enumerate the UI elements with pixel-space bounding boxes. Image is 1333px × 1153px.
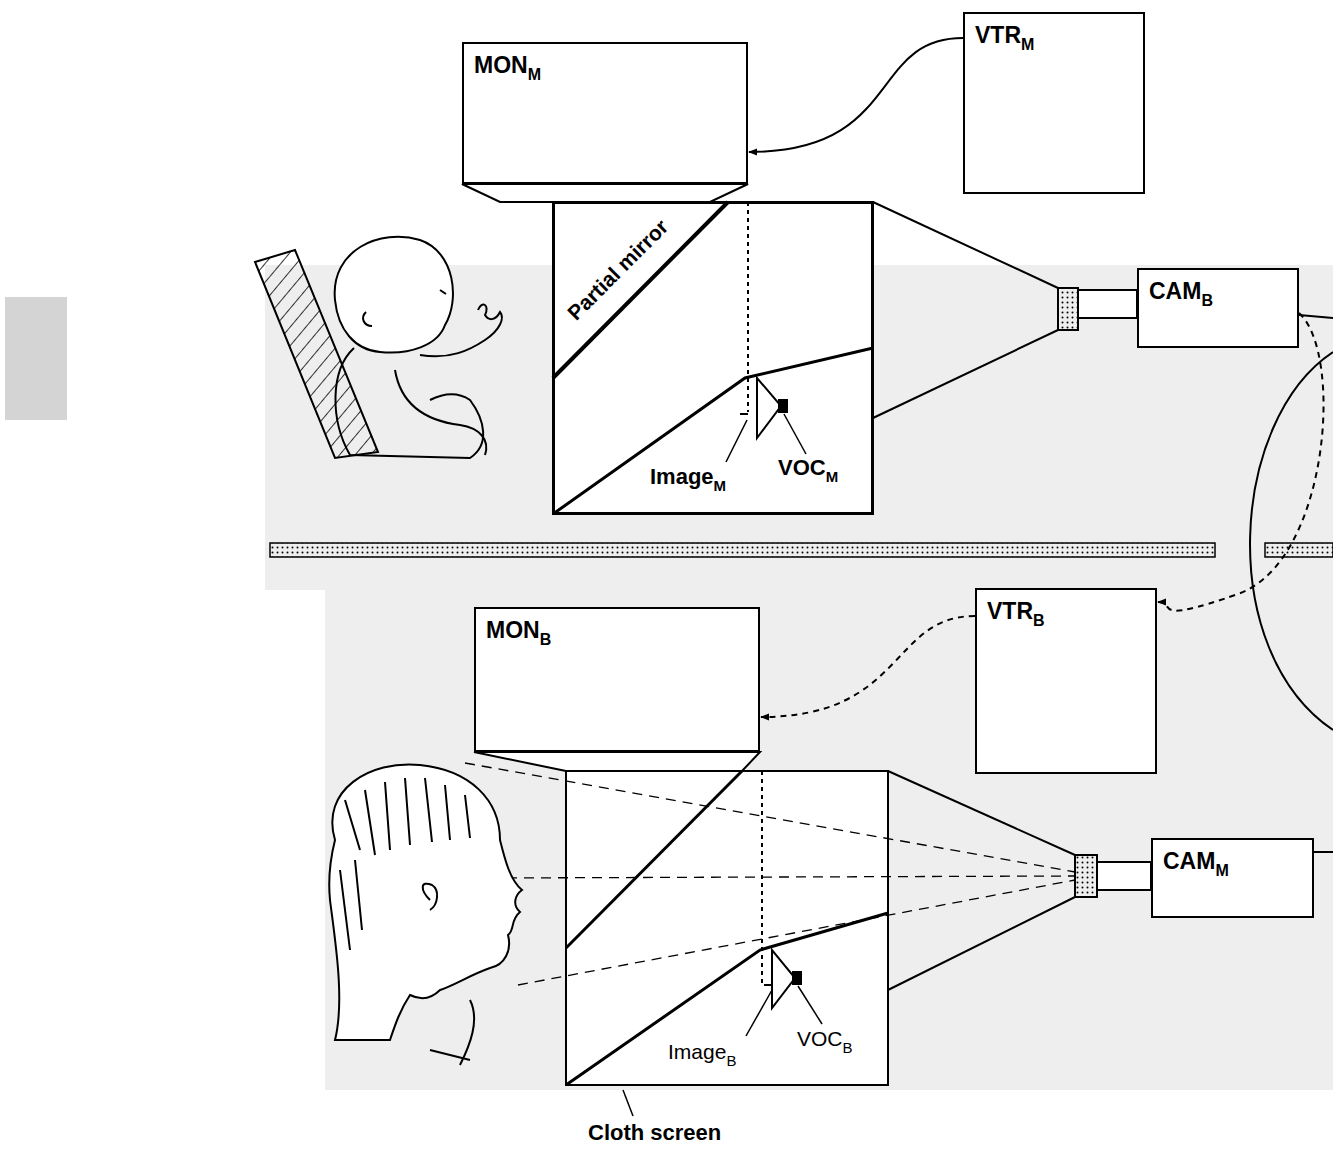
device-name: CAM — [1163, 848, 1215, 875]
part-label: ImageM — [650, 464, 726, 490]
device-name: MON — [486, 617, 540, 644]
device-name: MON — [474, 52, 528, 79]
lower-room — [325, 590, 1333, 1090]
recorder-box: VTRM — [963, 12, 1145, 194]
part-name: VOC — [797, 1027, 843, 1050]
mirror-label: Partial mirror — [563, 215, 673, 325]
part-name: Cloth screen — [588, 1120, 721, 1145]
part-label: ImageB — [668, 1040, 736, 1064]
signal-cable — [761, 616, 975, 717]
device-name: CAM — [1149, 278, 1201, 305]
part-subscript: B — [843, 1039, 853, 1056]
device-name: VTR — [987, 598, 1033, 625]
monitor-box: MONB — [474, 607, 760, 752]
curved-wall — [1250, 352, 1333, 730]
infant-figure — [255, 237, 502, 458]
recorder-box: VTRB — [975, 588, 1157, 774]
divider-wall — [270, 543, 1333, 557]
device-name: VTR — [975, 22, 1021, 49]
part-label: VOCM — [778, 455, 838, 481]
device-subscript: B — [1201, 292, 1213, 310]
part-name: Image — [650, 464, 714, 489]
device-subscript: B — [1033, 612, 1045, 630]
upper-apparatus — [462, 184, 1137, 514]
camera-box: CAMM — [1151, 838, 1314, 918]
part-label: VOCB — [797, 1027, 853, 1051]
device-subscript: M — [1215, 862, 1228, 880]
part-label: Cloth screen — [588, 1120, 721, 1146]
part-name: VOC — [778, 455, 826, 480]
child-figure — [329, 764, 522, 1065]
signal-cable — [749, 38, 963, 152]
device-subscript: B — [540, 631, 552, 649]
device-subscript: M — [1021, 36, 1034, 54]
grey-swatch — [5, 297, 67, 420]
device-subscript: M — [528, 66, 541, 84]
lower-apparatus — [465, 315, 1333, 1116]
camera-box: CAMB — [1137, 268, 1299, 348]
monitor-box: MONM — [462, 42, 748, 184]
part-subscript: M — [714, 477, 727, 494]
part-subscript: M — [826, 468, 839, 485]
part-name: Image — [668, 1040, 726, 1063]
signal-cable — [1158, 313, 1324, 611]
part-subscript: B — [726, 1052, 736, 1069]
